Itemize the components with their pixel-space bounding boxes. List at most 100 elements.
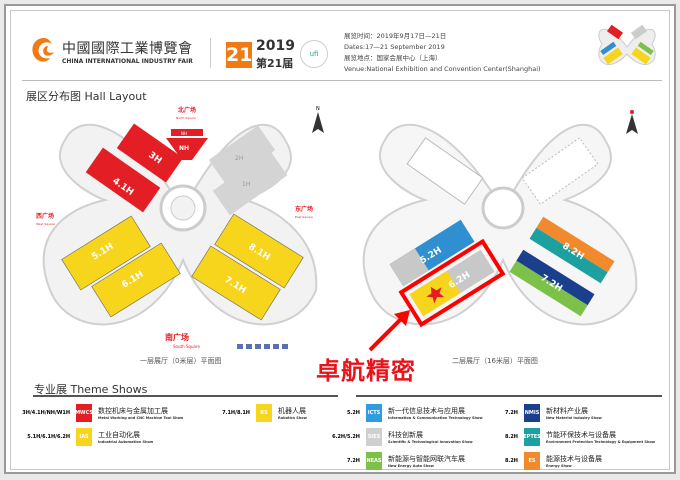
venue-cn: 展览地点：国家会展中心（上海） — [344, 54, 442, 62]
logo-chinese: 中國國際工業博覽會 — [62, 41, 193, 57]
show-hall: 6.2H/5.2H — [332, 434, 360, 440]
hall-nh-label: NH — [179, 145, 189, 152]
east-square-en: East Square — [295, 215, 313, 219]
show-name-en: New Material Industry Show — [546, 416, 602, 420]
theme-show-item: 6.2H/5.2H SIES 科技创新展 Scientific & Techno… — [330, 428, 473, 446]
theme-show-item: 8.2H EPTES 节能环保技术与设备展 Environment Protec… — [488, 428, 655, 446]
show-name-en: Metal Working and CNC Machine Tool Show — [98, 416, 184, 420]
show-name-cn: 科技创新展 — [388, 431, 423, 439]
floor2-caption: 二层展厅（16米层）平面图 — [452, 356, 538, 365]
edition-label: 第21届 — [256, 57, 294, 70]
theme-show-item: 7.1H/8.1H RS 机器人展 Robotics Show — [200, 404, 307, 422]
north-square-label: 北广场 — [178, 106, 196, 114]
west-square-en: West Square — [36, 222, 55, 226]
show-hall: 5.2H — [346, 410, 360, 416]
hall-nh[interactable] — [166, 138, 208, 160]
hall-7-2h[interactable] — [516, 249, 595, 306]
highlight-box — [398, 238, 506, 328]
show-name-en: Environment Protection Technology & Equi… — [546, 440, 655, 444]
show-name-cn: 能源技术与设备展 — [546, 455, 602, 463]
east-square-label: 东广场 — [295, 205, 313, 213]
show-name-en: New Energy Auto Show — [388, 464, 434, 468]
floor1-map: 3H 4.1H NH NH 2H 1H 5.1H 6.1H 8.1H 7.1H … — [36, 106, 324, 365]
show-hall: 8.2H — [504, 458, 518, 464]
hall-5-1h[interactable] — [61, 215, 151, 291]
north-arrow-icon: N — [312, 106, 324, 133]
dates-en: Dates:17—21 September 2019 — [344, 43, 445, 51]
show-name-en: Energy Show — [546, 464, 572, 468]
show-logo-badge: ES — [524, 452, 540, 470]
hall-upper-left-empty — [406, 137, 484, 205]
star-marker-icon — [426, 286, 445, 304]
hall-3h[interactable] — [116, 123, 184, 183]
logo-english: CHINA INTERNATIONAL INDUSTRY FAIR — [62, 58, 193, 65]
show-logo-badge: MWCS — [75, 404, 93, 422]
show-logo-badge: IAS — [76, 428, 92, 446]
ufi-badge: ufi — [300, 40, 328, 68]
hall-7-1h[interactable] — [191, 245, 281, 321]
central-plaza — [481, 186, 525, 230]
hall-1h-label: 1H — [242, 181, 250, 188]
edition-number: 21 — [226, 42, 253, 68]
header-rule — [22, 80, 662, 81]
hall-1h[interactable] — [212, 150, 288, 216]
hall-nh-top[interactable] — [171, 129, 203, 136]
show-logo-badge: SIES — [366, 428, 382, 446]
show-name-cn: 新能源与智能网联汽车展 — [388, 455, 465, 463]
event-info: 展览时间：2019年9月17日—21日 Dates:17—21 Septembe… — [344, 31, 541, 75]
show-name-en: Scientific & Technological Innovation Sh… — [388, 440, 473, 444]
show-name-en: Robotics Show — [278, 416, 307, 420]
west-square-label: 西广场 — [36, 212, 54, 220]
hall-nh-top-label: NH — [181, 131, 187, 136]
highlight-arrow-icon — [368, 310, 410, 352]
floor1-caption: 一层展厅（0米层）平面图 — [140, 356, 221, 365]
page-frame — [10, 10, 670, 470]
theme-show-item: 7.2H NEAS 新能源与智能网联汽车展 New Energy Auto Sh… — [330, 452, 465, 470]
hall-8-2h-teal-area — [529, 227, 608, 284]
south-square-label: 南广场 — [165, 332, 189, 342]
show-hall: 7.2H — [346, 458, 360, 464]
floor2-map: 5.2H 6.2H 8.2H 7.2H 二层展厅（16米层）平面图 — [362, 110, 638, 365]
hall-layout-title: 展区分布图 Hall Layout — [26, 90, 147, 103]
venue-en: Venue:National Exhibition and Convention… — [344, 65, 541, 73]
show-name-en: Information & Communication Technology S… — [388, 416, 483, 420]
central-plaza-inner — [170, 195, 196, 221]
header-divider — [210, 38, 211, 68]
cief-logo-icon — [32, 38, 54, 62]
show-logo-badge: EPTES — [523, 428, 541, 446]
show-name-cn: 工业自动化展 — [98, 431, 140, 439]
hall-4-1h[interactable] — [85, 147, 161, 213]
venue-thumbnail-icon — [598, 24, 656, 66]
show-hall: 7.2H — [504, 410, 518, 416]
hall-8-1h[interactable] — [214, 213, 304, 289]
svg-text:N: N — [316, 106, 320, 112]
show-hall: 7.1H/8.1H — [222, 410, 250, 416]
theme-shows-title: 专业展 Theme Shows — [34, 383, 148, 396]
show-name-cn: 新材料产业展 — [546, 407, 588, 415]
edition-year: 2019 — [256, 38, 295, 54]
hall-6-1h[interactable] — [91, 242, 181, 318]
show-hall: 3H/4.1H/NH/W1H — [22, 410, 70, 416]
theme-show-item: 7.2H NMIS 新材料产业展 New Material Industry S… — [488, 404, 602, 422]
hall-8-2h[interactable] — [536, 216, 615, 273]
theme-show-item: 3H/4.1H/NH/W1H MWCS 数控机床与金属加工展 Metal Wor… — [20, 404, 183, 422]
theme-rule-right — [356, 395, 662, 397]
show-logo-badge: ICTS — [366, 404, 382, 422]
show-name-cn: 数控机床与金属加工展 — [98, 407, 168, 415]
show-name-cn: 机器人展 — [278, 407, 306, 415]
theme-show-item: 8.2H ES 能源技术与设备展 Energy Show — [488, 452, 602, 470]
show-name-cn: 节能环保技术与设备展 — [546, 431, 616, 439]
theme-show-item: 5.2H ICTS 新一代信息技术与应用展 Information & Comm… — [330, 404, 483, 422]
south-square-en: South Square — [173, 344, 201, 349]
theme-rule-left — [33, 395, 338, 397]
north-square-en: North Square — [176, 116, 196, 120]
entrance-icons — [237, 344, 288, 349]
hall-2h[interactable] — [208, 125, 276, 185]
highlight-company-label: 卓航精密 — [316, 357, 416, 385]
north-arrow-icon — [626, 110, 638, 134]
show-hall: 5.1H/6.1H/6.2H — [27, 434, 70, 440]
show-logo-badge: NMIS — [524, 404, 540, 422]
theme-show-item: 5.1H/6.1H/6.2H IAS 工业自动化展 Industrial Aut… — [20, 428, 153, 446]
show-logo-badge: NEAS — [366, 452, 382, 470]
show-logo-badge: RS — [256, 404, 272, 422]
